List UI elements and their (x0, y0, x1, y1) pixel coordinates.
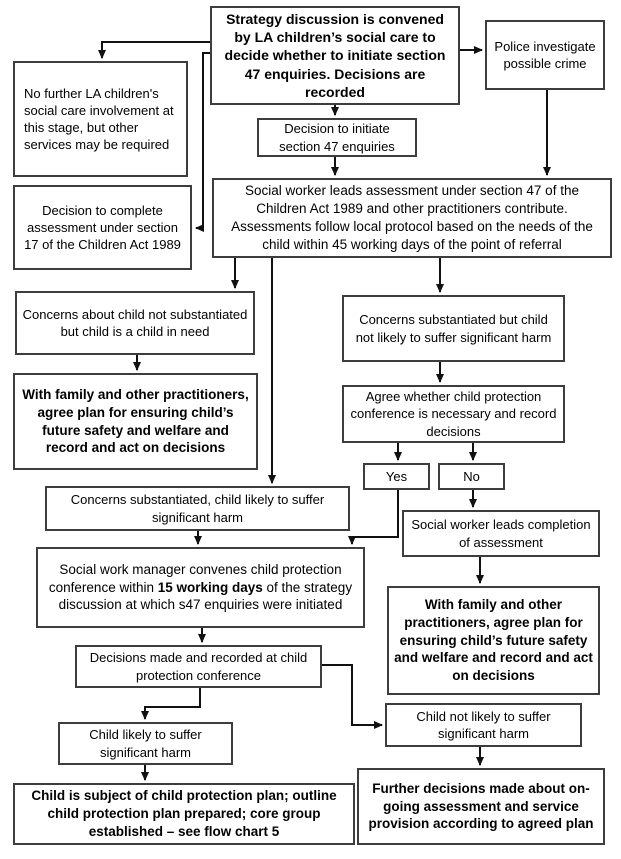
with-family-agree-plan-right-box: With family and other practitioners, agr… (387, 586, 600, 695)
decision-complete-s17-label: Decision to complete assessment under se… (24, 202, 181, 253)
connector-decisions-recorded-to-child-likely (141, 688, 201, 720)
agree-conference-necessary-box: Agree whether child protection conferenc… (342, 385, 565, 443)
strategy-discussion-label: Strategy discussion is convened by LA ch… (224, 11, 446, 100)
child-likely-harm-label: Child likely to suffer significant harm (89, 727, 202, 760)
concerns-substantiated-not-likely-label: Concerns substantiated but child not lik… (355, 312, 552, 345)
fifteen-working-days-emphasis: 15 working days (157, 579, 263, 595)
decision-complete-s17-box: Decision to complete assessment under se… (13, 185, 192, 270)
no-label: No (463, 468, 480, 484)
connector-yes-to-swm-conference (348, 490, 399, 545)
social-worker-completion-label: Social worker leads completion of assess… (411, 517, 591, 550)
with-family-agree-plan-left-label: With family and other practitioners, agr… (22, 386, 249, 456)
connector-strategy-to-no-further (98, 41, 210, 59)
manager-convenes-conference-label: Social work manager convenes child prote… (48, 561, 353, 613)
social-worker-assessment-label: Social worker leads assessment under sec… (231, 183, 593, 252)
decision-initiate-s47-label: Decision to initiate section 47 enquirie… (279, 121, 395, 154)
yes-label: Yes (385, 468, 408, 484)
with-family-agree-plan-left-box: With family and other practitioners, agr… (13, 373, 258, 470)
child-likely-harm-box: Child likely to suffer significant harm (58, 722, 233, 765)
decisions-recorded-conference-box: Decisions made and recorded at child pro… (75, 645, 322, 688)
concerns-substantiated-likely-label: Concerns substantiated, child likely to … (70, 492, 325, 525)
child-protection-plan-box: Child is subject of child protection pla… (13, 783, 355, 845)
police-investigate-box: Police investigate possible crime (485, 20, 605, 90)
child-protection-plan-label: Child is subject of child protection pla… (31, 788, 337, 839)
child-not-likely-harm-label: Child not likely to suffer significant h… (416, 708, 551, 741)
concerns-substantiated-likely-box: Concerns substantiated, child likely to … (45, 486, 350, 531)
no-box: No (438, 463, 505, 490)
yes-box: Yes (363, 463, 430, 490)
concerns-substantiated-not-likely-box: Concerns substantiated but child not lik… (342, 295, 565, 362)
further-decisions-label: Further decisions made about on-going as… (368, 780, 594, 832)
concerns-not-substantiated-box: Concerns about child not substantiated b… (15, 291, 255, 355)
social-worker-completion-box: Social worker leads completion of assess… (402, 510, 600, 557)
further-decisions-box: Further decisions made about on-going as… (357, 768, 605, 845)
child-not-likely-harm-box: Child not likely to suffer significant h… (385, 703, 582, 747)
social-worker-assessment-box: Social worker leads assessment under sec… (212, 178, 612, 258)
agree-conference-necessary-label: Agree whether child protection conferenc… (350, 389, 557, 439)
connector-strategy-to-decision-s17 (195, 52, 210, 232)
with-family-agree-plan-right-label: With family and other practitioners, agr… (394, 596, 593, 684)
concerns-not-substantiated-label: Concerns about child not substantiated b… (22, 306, 248, 339)
manager-convenes-conference-box: Social work manager convenes child prote… (36, 547, 365, 628)
no-further-involvement-label: No further LA children's social care inv… (24, 85, 174, 153)
decision-initiate-s47-box: Decision to initiate section 47 enquirie… (257, 118, 417, 157)
decisions-recorded-conference-label: Decisions made and recorded at child pro… (89, 650, 308, 683)
no-further-involvement-box: No further LA children's social care inv… (13, 61, 188, 177)
strategy-discussion-box: Strategy discussion is convened by LA ch… (210, 6, 460, 105)
connector-decisions-recorded-to-child-not-likely (322, 664, 383, 729)
police-investigate-label: Police investigate possible crime (494, 38, 596, 71)
